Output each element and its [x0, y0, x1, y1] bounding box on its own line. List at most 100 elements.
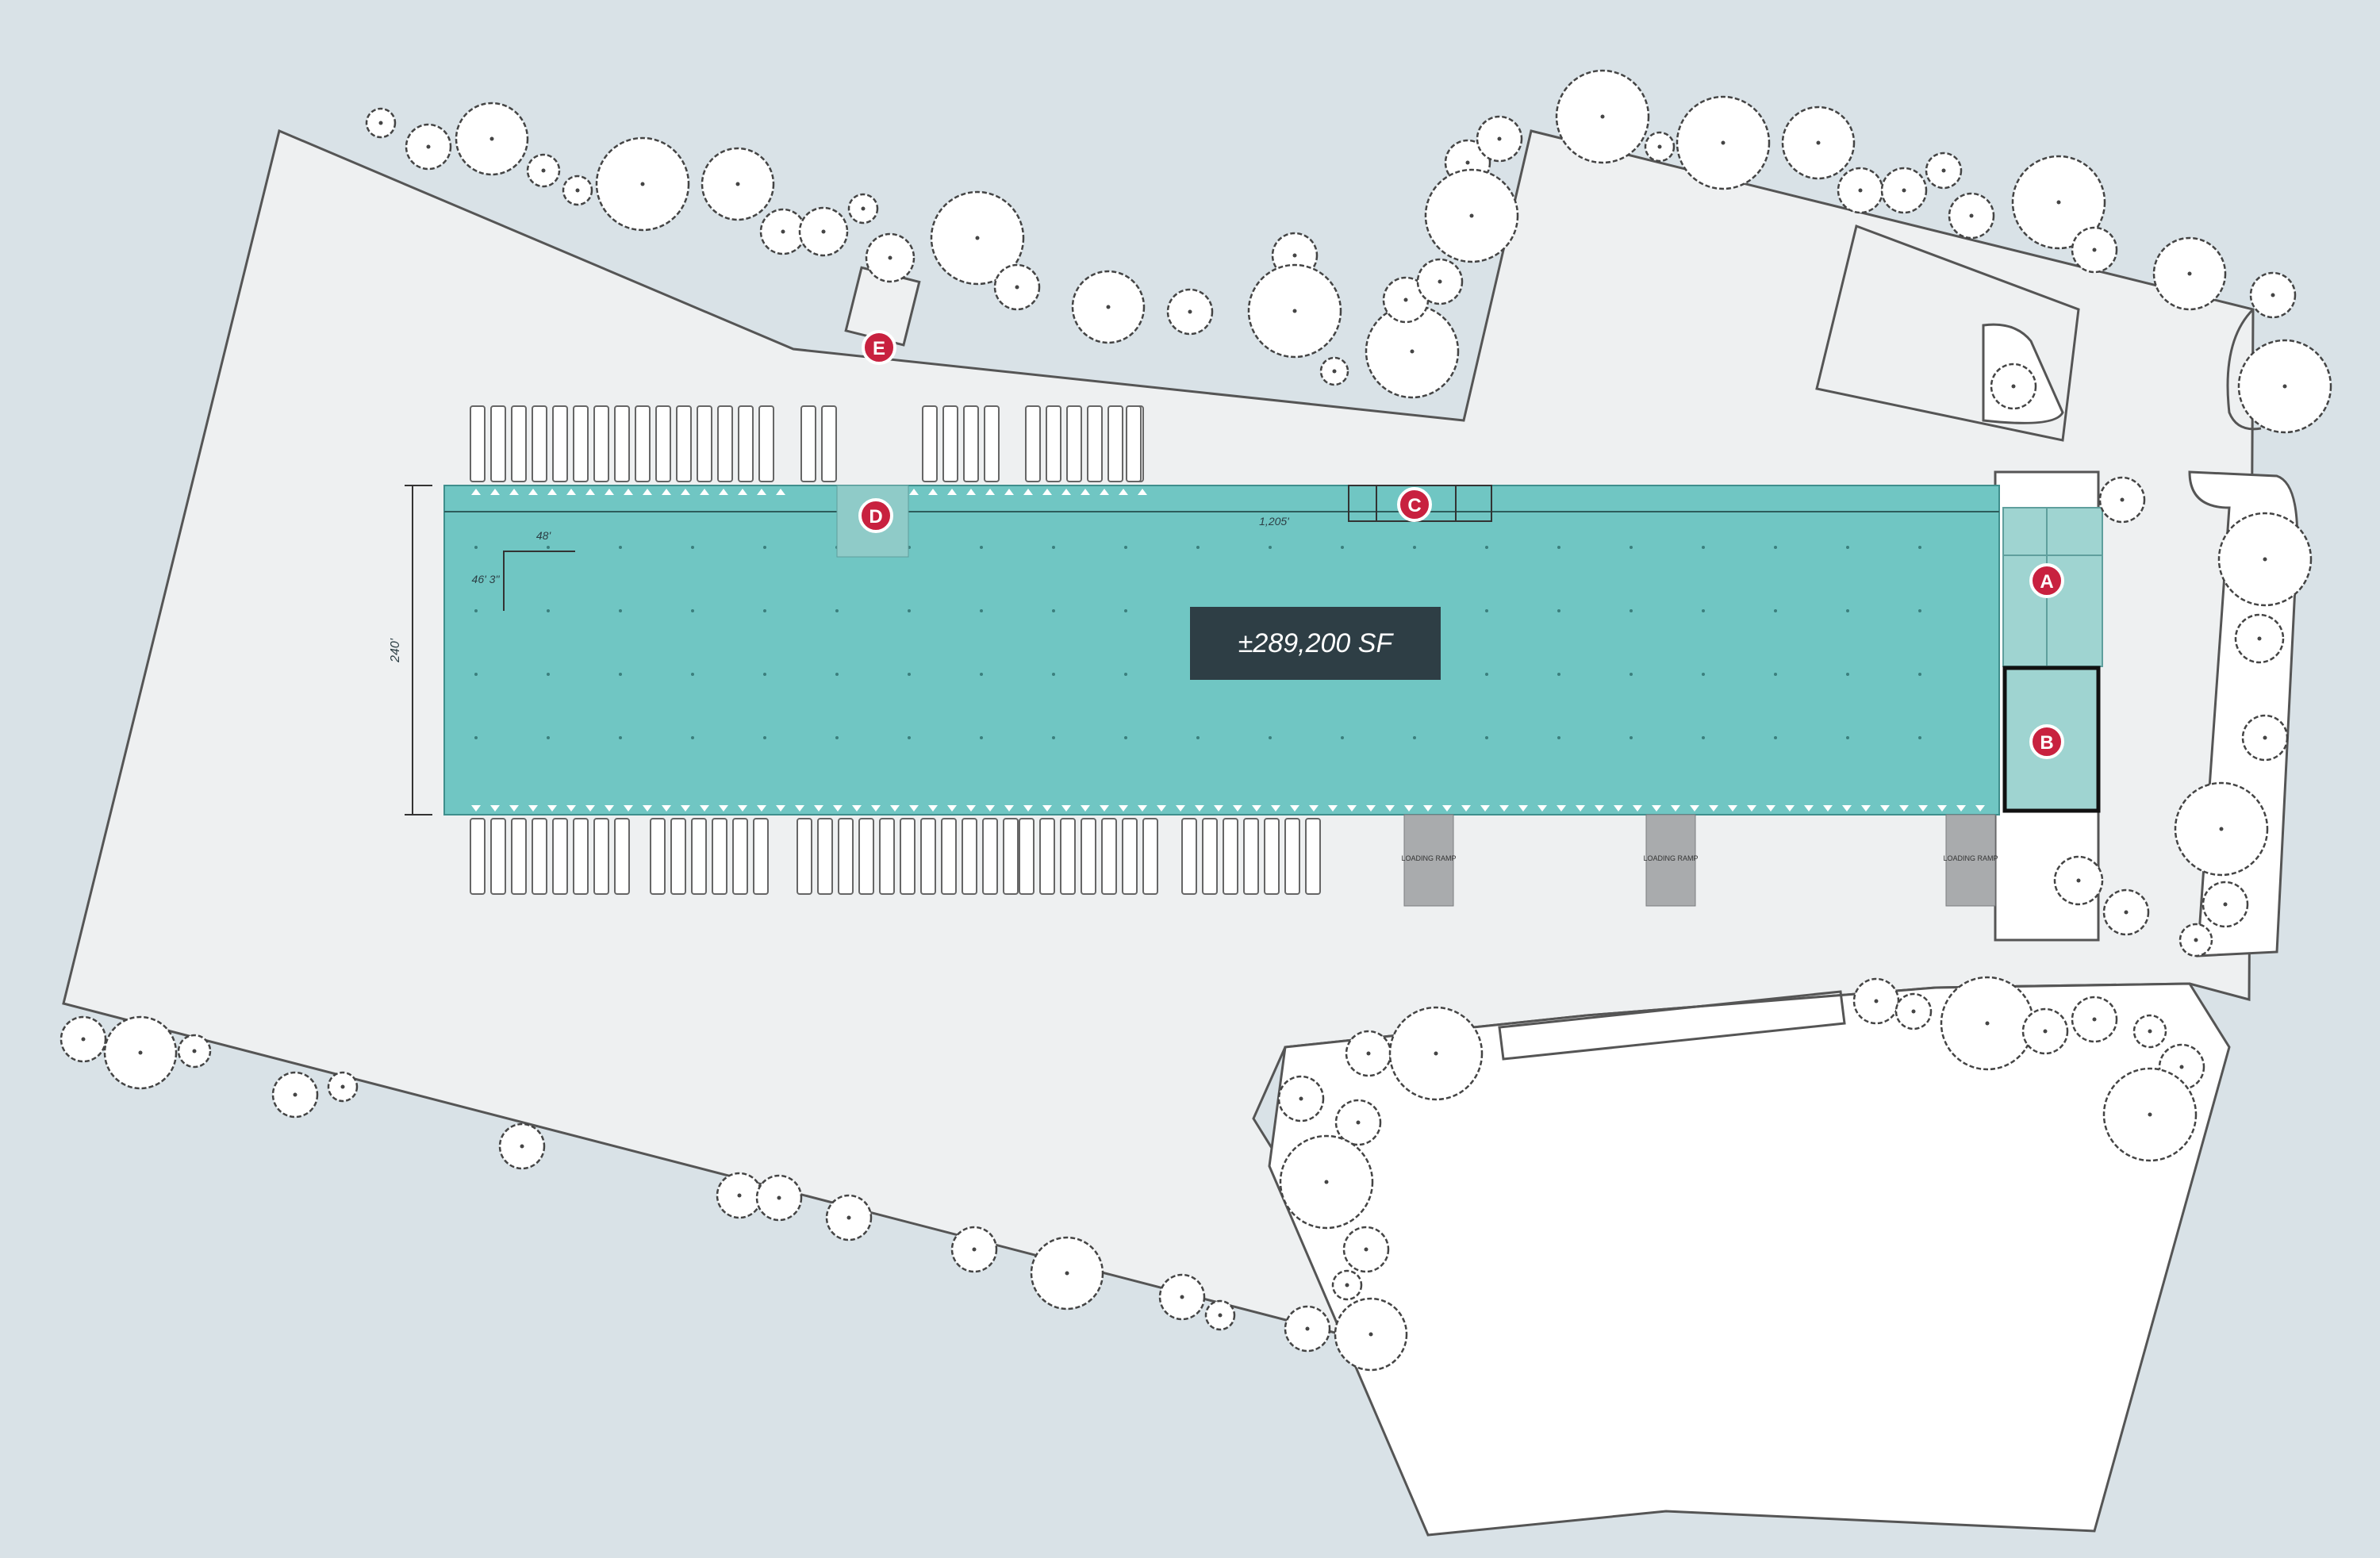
dock-door — [566, 805, 576, 812]
dock-door — [1975, 805, 1985, 812]
dock-door — [1918, 805, 1928, 812]
tree-icon — [798, 206, 849, 257]
tree-icon — [2098, 476, 2146, 524]
dock-doors — [471, 489, 1985, 812]
trailer-stall — [1081, 818, 1096, 895]
column-dot — [980, 546, 983, 549]
marker-d[interactable]: D — [858, 498, 893, 533]
trailer-stall — [635, 405, 651, 482]
trailer-stall — [1142, 818, 1158, 895]
column-dot — [1196, 546, 1200, 549]
trailer-stall — [758, 405, 774, 482]
column-dot — [1124, 609, 1127, 612]
dock-door — [871, 805, 881, 812]
marker-b[interactable]: B — [2029, 724, 2064, 759]
trailer-stall — [614, 818, 630, 895]
column-dot — [1846, 673, 1849, 676]
dock-door — [1366, 805, 1376, 812]
trailer-stall — [984, 405, 1000, 482]
dock-door — [662, 805, 671, 812]
dock-door — [471, 489, 481, 495]
dock-door — [852, 805, 862, 812]
column-dot — [547, 546, 550, 549]
dock-door — [1042, 489, 1052, 495]
dock-door — [947, 489, 957, 495]
marker-a[interactable]: A — [2029, 563, 2064, 598]
tree-icon — [1319, 356, 1349, 386]
dock-door — [1880, 805, 1890, 812]
tree-icon — [1880, 167, 1928, 214]
tree-icon — [2202, 881, 2249, 928]
column-dot — [1630, 609, 1633, 612]
column-dot — [980, 736, 983, 739]
tree-icon — [1940, 976, 2035, 1071]
column-dot — [1485, 546, 1488, 549]
tree-icon — [1837, 167, 1884, 214]
trailer-stall — [614, 405, 630, 482]
dock-door — [471, 805, 481, 812]
tree-icon — [1247, 263, 1342, 359]
dock-door — [833, 805, 843, 812]
tree-icon — [1158, 1273, 1206, 1321]
trailer-stall — [1087, 405, 1103, 482]
trailer-stall — [511, 818, 527, 895]
column-dot — [1557, 673, 1560, 676]
trailer-stall — [552, 405, 568, 482]
dock-door — [1423, 805, 1433, 812]
bay-depth-label: 46' 3" — [472, 573, 501, 585]
column-dot — [1485, 673, 1488, 676]
tree-icon — [526, 153, 561, 188]
tree-icon — [2237, 339, 2332, 434]
trailer-stall — [879, 818, 895, 895]
marker-c[interactable]: C — [1397, 487, 1432, 522]
dock-door — [490, 489, 500, 495]
dock-door — [700, 489, 709, 495]
trailer-stall — [532, 405, 547, 482]
trailer-stall — [800, 405, 816, 482]
trailer-stall — [1122, 818, 1138, 895]
trailer-stall — [1019, 818, 1035, 895]
dock-door — [985, 805, 995, 812]
column-dot — [1052, 673, 1055, 676]
trailer-stall — [900, 818, 916, 895]
column-dot — [980, 609, 983, 612]
trailer-stall — [858, 818, 874, 895]
column-dot — [1124, 736, 1127, 739]
tree-icon — [1277, 1075, 1325, 1122]
dock-door — [1576, 805, 1585, 812]
tree-icon — [755, 1174, 803, 1222]
dock-door — [1937, 805, 1947, 812]
trailer-stall — [738, 405, 754, 482]
dock-door — [719, 805, 728, 812]
column-dot — [1774, 546, 1777, 549]
column-dot — [1124, 546, 1127, 549]
column-dot — [1846, 609, 1849, 612]
tree-icon — [759, 208, 807, 255]
trailer-stall — [753, 818, 769, 895]
dock-door — [738, 805, 747, 812]
column-dot — [1485, 736, 1488, 739]
dock-door — [1119, 489, 1128, 495]
tree-icon — [1894, 992, 1933, 1030]
tree-icon — [2178, 923, 2213, 957]
marker-d-label: D — [869, 506, 882, 528]
column-dot — [474, 546, 478, 549]
column-dot — [547, 736, 550, 739]
dock-door — [681, 805, 690, 812]
bay-width-label: 48' — [536, 529, 552, 542]
column-dot — [1774, 673, 1777, 676]
dock-door — [585, 805, 595, 812]
dock-door — [1404, 805, 1414, 812]
dock-door — [528, 489, 538, 495]
tree-icon — [1166, 288, 1214, 336]
dock-door — [1309, 805, 1319, 812]
trailer-stall — [1284, 818, 1300, 895]
tree-icon — [1990, 363, 2037, 410]
marker-b-label: B — [2040, 732, 2053, 754]
tree-icon — [950, 1226, 998, 1273]
tree-icon — [2249, 271, 2297, 319]
tree-icon — [2071, 996, 2118, 1043]
trailer-stall — [511, 405, 527, 482]
marker-e[interactable]: E — [862, 330, 896, 365]
tree-icon — [2102, 888, 2150, 936]
